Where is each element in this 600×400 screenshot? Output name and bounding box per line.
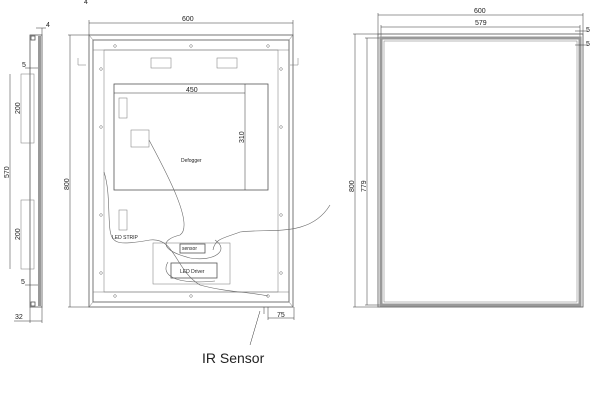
side-dim-gap-bottom: 5 — [21, 279, 25, 286]
back-view: 4 600 800 450 310 Defogger LED STRIP sen… — [64, 0, 331, 366]
back-dim-width: 600 — [182, 16, 194, 23]
defogger-label: Defogger — [181, 158, 202, 164]
defogger-dim-width: 450 — [186, 87, 198, 94]
front-dim-border-2: 5 — [586, 41, 590, 48]
offset-dim: 75 — [277, 312, 285, 319]
front-dim-inner-width: 579 — [475, 20, 487, 27]
side-dim-bracket-1: 200 — [15, 102, 22, 114]
side-dim-depth: 32 — [15, 314, 23, 321]
defogger-pad — [113, 83, 269, 191]
side-dim-top: 4 — [46, 22, 50, 29]
front-dim-width: 600 — [474, 8, 486, 15]
front-dim-inner-height: 779 — [361, 180, 368, 192]
led-strip-label: LED STRIP — [112, 235, 139, 241]
back-dim-height: 800 — [64, 178, 71, 190]
side-dim-bracket-2: 200 — [15, 228, 22, 240]
front-dim-border-1: 5 — [586, 27, 590, 34]
side-dim-span: 570 — [4, 166, 11, 178]
defogger-dim-height: 310 — [239, 131, 246, 143]
front-dim-height: 800 — [349, 180, 356, 192]
sensor-label: sensor — [182, 246, 197, 252]
led-driver-label: LED Driver — [180, 269, 205, 275]
top-cut-label: 4 — [84, 0, 88, 6]
side-dim-gap-top: 5 — [22, 62, 26, 69]
ir-sensor-callout: IR Sensor — [202, 350, 265, 366]
front-view: 600 579 800 779 5 5 — [349, 8, 590, 308]
side-view: 4 5 570 200 200 5 32 — [4, 22, 50, 323]
